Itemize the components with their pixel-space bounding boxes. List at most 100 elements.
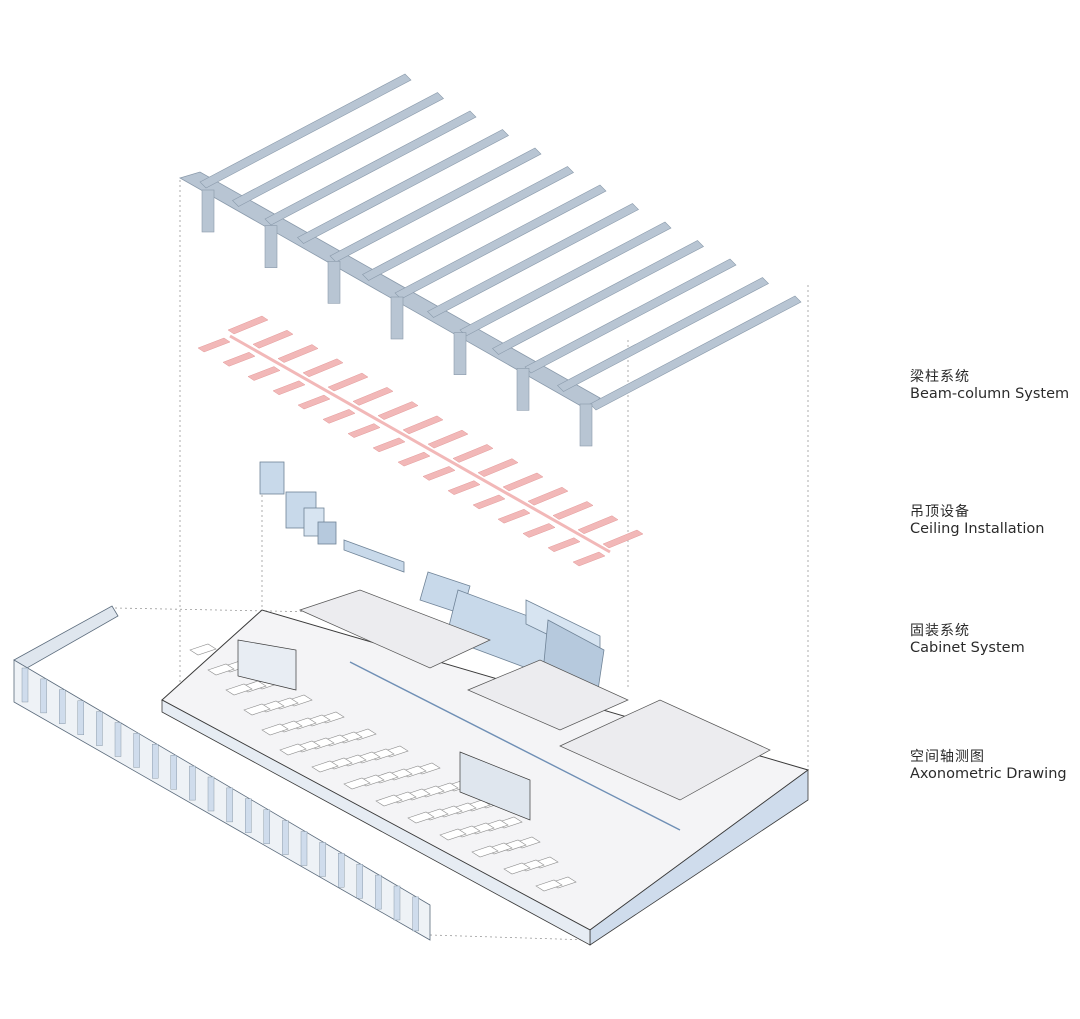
- main-duct: [229, 334, 611, 554]
- duct-branch: [602, 529, 644, 549]
- ceiling-panel: [522, 523, 556, 538]
- facade-mullion: [300, 831, 308, 866]
- workstation: [375, 794, 403, 807]
- ceiling-panel: [572, 551, 606, 567]
- facade-mullion: [96, 711, 103, 746]
- duct-branch: [427, 429, 469, 449]
- facade-mullion: [263, 809, 270, 844]
- workstation: [189, 643, 217, 656]
- cabinet-system: [259, 461, 605, 691]
- layer-label-beam-column: 梁柱系统 Beam-column System: [910, 369, 1069, 403]
- duct-branch: [377, 401, 419, 420]
- duct-branch: [277, 344, 319, 363]
- workstation: [503, 862, 531, 875]
- ceiling-installation: [197, 315, 644, 567]
- duct-branch: [552, 501, 594, 520]
- facade-mullion: [189, 765, 196, 801]
- facade-mullion: [319, 842, 326, 877]
- facade-mullion: [338, 853, 345, 888]
- ceiling-panel: [472, 494, 506, 510]
- cross-beam: [362, 166, 574, 281]
- cross-beam: [297, 129, 509, 244]
- column: [201, 189, 215, 233]
- column: [516, 368, 530, 411]
- duct-branch: [227, 315, 269, 335]
- beam-column-system: [178, 73, 802, 447]
- layer-label-en: Beam-column System: [910, 386, 1070, 402]
- workstation: [207, 663, 235, 676]
- layer-label-zh: 吊顶设备: [910, 504, 970, 520]
- ceiling-panel: [447, 480, 481, 495]
- ceiling-panel: [297, 394, 331, 410]
- duct-branch: [252, 329, 294, 349]
- workstation: [225, 683, 253, 696]
- workstation: [343, 777, 371, 790]
- cross-beam: [199, 73, 412, 189]
- workstation: [439, 828, 467, 841]
- duct-branch: [352, 387, 394, 406]
- column: [453, 332, 467, 375]
- layer-label-zh: 梁柱系统: [910, 369, 970, 385]
- axonometric-floor: [161, 589, 810, 946]
- facade-mullion: [282, 820, 289, 855]
- layer-label-axonometric: 空间轴测图 Axonometric Drawing: [910, 749, 1067, 783]
- facade-mullion: [207, 776, 215, 812]
- cross-beam: [589, 295, 802, 411]
- ceiling-panel: [247, 366, 281, 381]
- facade-mullion: [375, 874, 382, 910]
- workstation-grid: [189, 643, 577, 892]
- ceiling-panel: [422, 466, 456, 481]
- duct-branch: [327, 372, 369, 392]
- ceiling-panel: [372, 437, 406, 453]
- facade-wall: [13, 605, 431, 941]
- duct-branch: [402, 415, 444, 435]
- facade-mullion: [244, 798, 252, 833]
- facade-mullion: [393, 885, 401, 921]
- layer-label-ceiling: 吊顶设备 Ceiling Installation: [910, 504, 1044, 538]
- duct-branch: [477, 458, 519, 477]
- facade-mullion: [114, 722, 122, 757]
- column: [390, 296, 404, 340]
- ceiling-panel: [397, 451, 431, 467]
- facade-mullion: [226, 787, 233, 823]
- layer-label-en: Cabinet System: [910, 640, 1025, 656]
- facade-mullion: [170, 755, 178, 790]
- cross-beam: [329, 147, 542, 263]
- ceiling-panel: [197, 337, 231, 353]
- facade-mullion: [59, 689, 66, 724]
- facade-mullion: [356, 864, 363, 899]
- workstation: [407, 811, 435, 824]
- facade-mullion: [412, 896, 419, 932]
- layer-label-en: Axonometric Drawing: [910, 766, 1067, 782]
- workstation: [471, 845, 499, 858]
- ceiling-panel: [322, 409, 356, 424]
- workstation: [243, 703, 271, 716]
- duct-branch: [577, 515, 619, 535]
- facade-top: [13, 605, 119, 673]
- duct-branch: [502, 472, 544, 492]
- facade-mullion: [77, 700, 85, 735]
- ceiling-panel: [222, 351, 256, 367]
- column: [579, 403, 593, 447]
- ceiling-panel: [272, 380, 306, 396]
- layer-label-cabinet: 固装系统 Cabinet System: [910, 623, 1025, 657]
- cross-beam: [492, 240, 704, 355]
- layer-label-zh: 空间轴测图: [910, 749, 985, 765]
- duct-branch: [452, 444, 494, 463]
- workstation: [279, 743, 307, 756]
- facade-mullion: [133, 733, 140, 768]
- ceiling-panel: [347, 423, 381, 438]
- ceiling-panel: [497, 508, 531, 524]
- cross-beam: [557, 277, 769, 392]
- cross-beam: [264, 110, 477, 226]
- column: [264, 225, 278, 268]
- facade-mullion: [151, 744, 159, 779]
- workstation: [261, 723, 289, 736]
- duct-branch: [302, 358, 344, 378]
- workstation: [311, 760, 339, 773]
- facade-mullion: [21, 667, 29, 703]
- layer-label-zh: 固装系统: [910, 623, 970, 639]
- duct-branch: [527, 486, 569, 506]
- cross-beam: [232, 92, 444, 207]
